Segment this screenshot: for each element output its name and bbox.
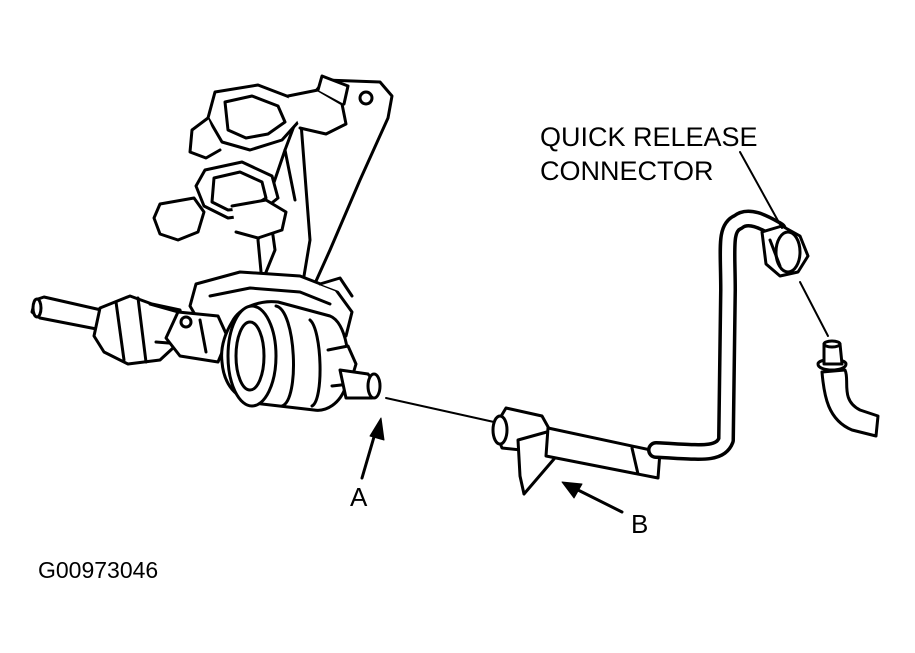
bracket-clip-upper bbox=[188, 74, 350, 160]
quick-release-connector bbox=[760, 224, 810, 278]
callout-b: B bbox=[631, 509, 649, 539]
mounting-bracket bbox=[256, 78, 394, 302]
callout-quick-release-line-2: CONNECTOR bbox=[540, 156, 714, 186]
arrow-b bbox=[561, 481, 624, 514]
arrow-a bbox=[360, 417, 385, 480]
callout-quick-release-line-1: QUICK RELEASE bbox=[540, 122, 758, 152]
callout-quick-release-connector: QUICK RELEASE CONNECTOR bbox=[540, 120, 758, 188]
fitting-pipe bbox=[816, 339, 880, 438]
leader-lines bbox=[385, 151, 829, 423]
hose-connector-b bbox=[491, 406, 662, 496]
hose-tube bbox=[647, 209, 787, 461]
figure-id: G00973046 bbox=[38, 557, 159, 583]
callout-a: A bbox=[350, 482, 368, 512]
bracket-clip-middle bbox=[152, 160, 288, 242]
flange-coupler bbox=[164, 310, 230, 364]
valve-canister bbox=[220, 300, 382, 412]
